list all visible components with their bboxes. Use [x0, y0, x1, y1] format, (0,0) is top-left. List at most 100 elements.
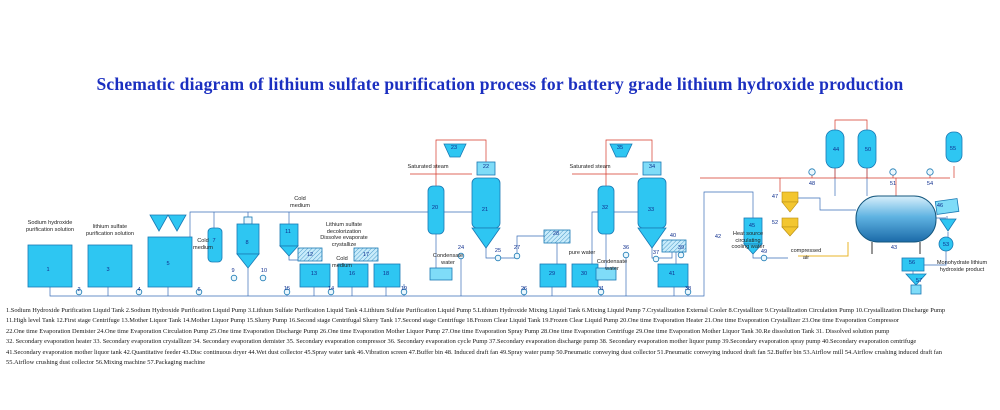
equipment-number: 2 [77, 287, 81, 293]
equipment-number: 10 [260, 268, 268, 274]
equipment-number: 39 [677, 245, 685, 251]
disc-dryer [855, 195, 937, 243]
mixing-machine [901, 257, 925, 272]
diagram-label: Sodium hydroxide purification solution [26, 220, 74, 233]
tank-lithium-sulfate [87, 244, 133, 288]
tank-mixing [147, 236, 193, 288]
evap2-cone [637, 227, 667, 249]
evap1-mother-liquor-tank [539, 263, 567, 288]
buffer-bin-3 [939, 218, 957, 232]
centrifuge-2 [353, 247, 379, 262]
equipment-number: 36 [622, 245, 630, 251]
legend-line: 1.Sodium Hydroxide Purification Liquid T… [6, 307, 946, 314]
airflow-dust-collector [945, 131, 963, 163]
equipment-number: 16 [348, 271, 356, 277]
equipment-number: 27 [513, 245, 521, 251]
equipment-number: 44 [832, 147, 840, 153]
equipment-number: 33 [647, 207, 655, 213]
wet-dust-collector [825, 129, 845, 169]
pipe-compressed-air [798, 242, 849, 257]
evap1-condensate-tank [429, 267, 453, 281]
centrifuge-1 [297, 247, 323, 262]
equipment-number: 4 [137, 287, 141, 293]
equipment-number: 42 [714, 234, 722, 240]
external-cooler [207, 227, 223, 263]
page-title: Schematic diagram of lithium sulfate pur… [96, 74, 904, 94]
diagram-label: Heat source circulating cooling water [731, 231, 765, 251]
diagram-label: Lithium sulfate decolorization Dissolve … [320, 222, 368, 248]
slurry-tank [337, 263, 369, 288]
frozen-clear-liquid-tank [373, 263, 401, 288]
equipment-number: 8 [245, 240, 249, 246]
equipment-number: 48 [808, 181, 816, 187]
equipment-number: 24 [457, 245, 465, 251]
equipment-number: 56 [908, 260, 916, 266]
spray-tank-cone [743, 243, 763, 255]
evap2-condensate-tank [595, 267, 617, 281]
equipment-number: 28 [552, 231, 560, 237]
equipment-number: 49 [760, 249, 768, 255]
legend-line: 41.Secondary evaporation mother liquor t… [6, 348, 942, 356]
equipment-number: 31 [597, 286, 605, 292]
tank-sodium-hydroxide [27, 244, 73, 288]
evap2-centrifuge [661, 239, 687, 253]
evap1-crystallizer [471, 177, 501, 229]
equipment-number: 7 [212, 238, 216, 244]
evap2-compressor [609, 143, 633, 158]
equipment-number: 15 [283, 286, 291, 292]
evap1-demister [476, 161, 496, 176]
equipment-number: 30 [580, 271, 588, 277]
evap1-cone [471, 227, 501, 249]
equipment-number: 1 [46, 267, 50, 273]
diagram-label: pure water [568, 250, 596, 256]
pneumatic-dust-collector [857, 129, 877, 169]
equipment-number: 35 [616, 145, 624, 151]
legend-line: 22.One time Evaporation Demister 24.One … [6, 327, 890, 335]
evap1-centrifuge [543, 229, 571, 244]
high-level-tank [279, 223, 299, 247]
diagram-label: Cold medium [290, 196, 310, 209]
buffer-bin-1-cone [781, 201, 799, 213]
buffer-bin-2 [781, 217, 799, 228]
equipment-number: 34 [648, 164, 656, 170]
hopper-icon [149, 214, 169, 232]
equipment-number: 18 [382, 271, 390, 277]
crystallizer-cone [236, 253, 260, 269]
equipment-number: 22 [482, 164, 490, 170]
evap2-crystallizer [637, 177, 667, 229]
diagram-label: lithium sulfate purification solution [86, 224, 134, 237]
equipment-number: 47 [771, 194, 779, 200]
equipment-number: 19 [400, 286, 408, 292]
equipment-number: 40 [669, 233, 677, 239]
legend: 1.Sodium Hydroxide Purification Liquid T… [6, 306, 996, 368]
legend-line: 32. Secondary evaporation heater 33. Sec… [6, 338, 917, 346]
equipment-number: 54 [926, 181, 934, 187]
diagram-label: compressed air [790, 248, 822, 261]
feed-tanks [27, 214, 193, 288]
diagram-label: Saturated steam [407, 164, 449, 170]
mother-liquor-tank [299, 263, 331, 288]
legend-line: 11.High level Tank 12.First stage Centri… [6, 317, 899, 325]
equipment-number: 20 [431, 205, 439, 211]
equipment-number: 14 [327, 286, 335, 292]
equipment-number: 50 [864, 147, 872, 153]
high-level-tank-cone [279, 245, 299, 257]
equipment-number: 41 [668, 271, 676, 277]
equipment-number: 26 [520, 286, 528, 292]
equipment-number: 11 [285, 229, 291, 235]
legend-line: 55.Airflow crushing dust collector 56.Mi… [6, 358, 206, 366]
equipment-number: 29 [548, 271, 556, 277]
evap2-mother-liquor-tank [657, 263, 689, 288]
drying-section [743, 129, 963, 295]
equipment-number: 12 [306, 252, 314, 258]
diagram-label: Cold medium [332, 256, 352, 269]
packaging-bag [910, 284, 922, 295]
hopper-icon [167, 214, 187, 232]
induced-draft-fan-1 [808, 168, 816, 176]
pumps [75, 251, 768, 296]
equipment-number: 51 [889, 181, 897, 187]
equipment-number: 32 [601, 205, 609, 211]
equipment-number: 17 [362, 252, 370, 258]
diagram-label: Monohydrate lithium hydroxide product [936, 260, 988, 273]
